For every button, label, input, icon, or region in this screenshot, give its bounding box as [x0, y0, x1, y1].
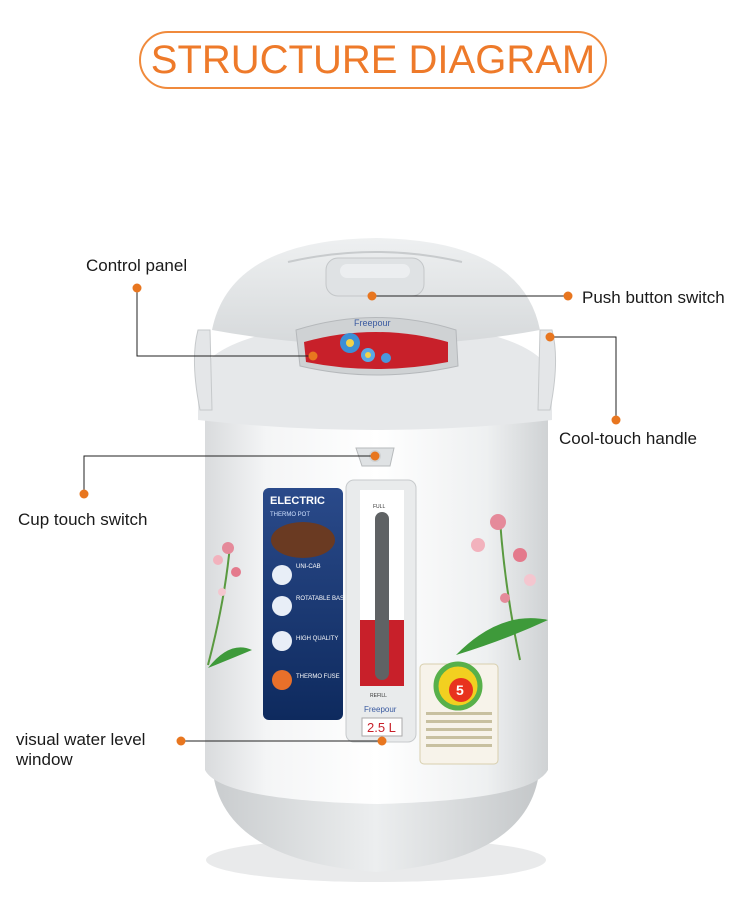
- marker-control-panel: [132, 283, 142, 293]
- flower-decoration-left: [207, 542, 252, 668]
- callout-lines: [83, 288, 617, 742]
- feature-3: HIGH QUALITY: [296, 636, 338, 642]
- label-subtitle: THERMO POT: [270, 512, 310, 518]
- cup-touch-line: [83, 455, 375, 494]
- label-water-level-window: visual water level window: [16, 730, 146, 769]
- marker-cup-touch: [79, 489, 89, 499]
- marker-push-button: [563, 291, 573, 301]
- energy-label-sticker: 5: [419, 661, 499, 765]
- feature-2: ROTATABLE BASE: [296, 596, 348, 602]
- page-title: STRUCTURE DIAGRAM: [150, 37, 596, 82]
- gauge-full: FULL: [373, 504, 385, 510]
- label-title: ELECTRIC: [270, 495, 325, 507]
- feature-4: THERMO FUSE: [296, 674, 340, 680]
- label-cup-touch-switch: Cup touch switch: [18, 510, 148, 529]
- window-brand: Freepour: [364, 705, 397, 714]
- marker-cool-touch: [611, 415, 621, 425]
- title-banner: STRUCTURE DIAGRAM: [139, 31, 607, 89]
- feature-1: UNI-CAB: [296, 564, 321, 570]
- right-handle: [537, 329, 557, 411]
- control-panel-flowers: [340, 333, 391, 363]
- capacity-text: 2.5 L: [367, 720, 396, 735]
- energy-number: 5: [456, 682, 464, 698]
- label-control-panel: Control panel: [86, 256, 188, 275]
- flower-decoration-right: [456, 514, 548, 661]
- gauge-refill: REFILL: [370, 693, 387, 699]
- control-panel-face: [304, 332, 448, 369]
- label-cool-touch-handle: Cool-touch handle: [559, 429, 697, 448]
- panel-brand-text: Freepour: [354, 318, 391, 328]
- control-panel-line: [136, 288, 313, 357]
- label-push-button-switch: Push button switch: [582, 288, 725, 307]
- cool-touch-line: [550, 336, 617, 420]
- callout-markers: [79, 283, 621, 746]
- feature-list: UNI-CAB ROTATABLE BASE HIGH QUALITY THER…: [272, 564, 348, 690]
- left-handle: [193, 329, 213, 411]
- water-level-gauge: [375, 512, 389, 680]
- marker-water-window: [176, 736, 186, 746]
